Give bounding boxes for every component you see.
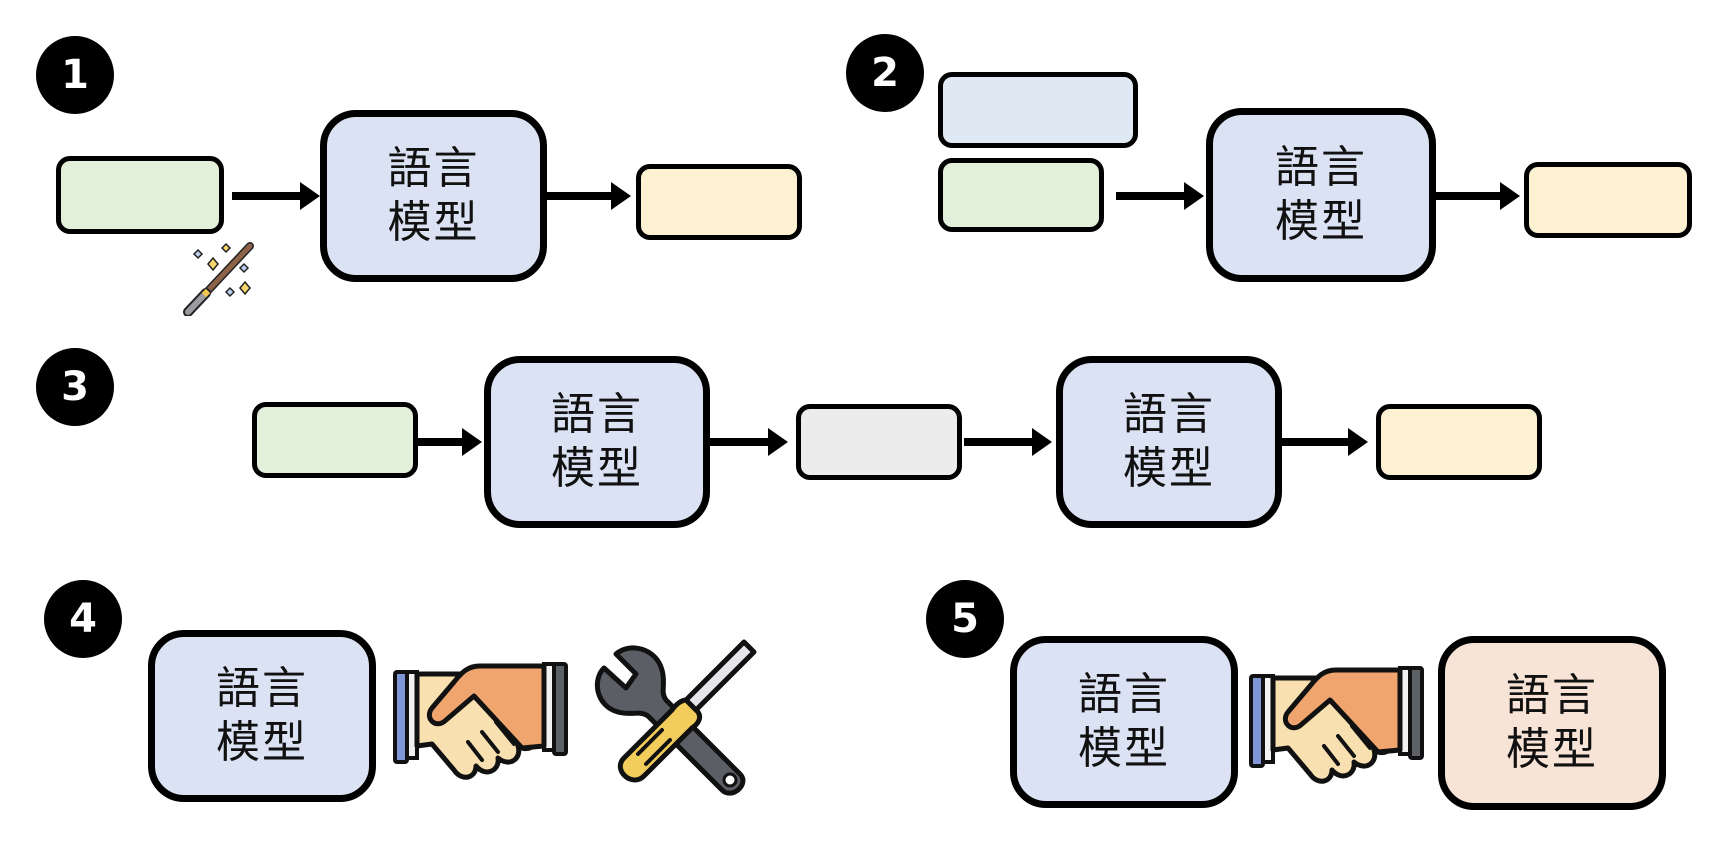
model-label-line1: 語言 [1123,389,1215,440]
model-label-line1: 語言 [1275,142,1367,193]
tools-icon [594,639,757,796]
panel-1-badge: 1 [36,36,114,114]
model-label-line2: 模型 [387,197,480,248]
panel-number: 3 [61,364,89,410]
panel-3-output-box [1376,404,1542,480]
panel-2-input-box [938,158,1104,232]
panel-1-output-box [636,164,802,240]
model-label-line1: 語言 [551,389,643,440]
panel-2-arrow-out [1436,182,1520,210]
panel-2-badge: 2 [846,34,924,112]
model-label-line2: 模型 [216,717,308,768]
panel-3-input-box [252,402,418,478]
panel-2-context-box [938,72,1138,148]
panel-1-language-model: 語言 模型 [320,110,547,282]
panel-1-input-box [56,156,224,234]
panel-3-language-model-2: 語言 模型 [1056,356,1282,528]
model-label-line1: 語言 [1078,669,1170,720]
panel-3-intermediate-box [796,404,962,480]
panel-number: 1 [61,52,89,98]
panel-4-badge: 4 [44,580,122,658]
panel-2-output-box [1524,162,1692,238]
panel-1-arrow-out [547,182,631,210]
panel-3-arrow-3 [964,428,1052,456]
panel-1-arrow-in [232,182,320,210]
panel-3-arrow-4 [1282,428,1368,456]
panel-number: 4 [69,596,97,642]
panel-5-language-model-partner: 語言 模型 [1438,636,1666,810]
model-label-line2: 模型 [1275,196,1367,247]
panel-2-language-model: 語言 模型 [1206,108,1436,282]
model-label-line1: 語言 [1506,670,1598,721]
panel-3-language-model-1: 語言 模型 [484,356,710,528]
panel-3-arrow-1 [418,428,482,456]
panel-number: 5 [951,596,979,642]
model-label-line1: 語言 [387,143,480,194]
handshake-icon [393,662,568,780]
panel-5-badge: 5 [926,580,1004,658]
panel-number: 2 [871,50,899,96]
panel-3-arrow-2 [710,428,788,456]
model-label-line2: 模型 [551,443,643,494]
panel-3-badge: 3 [36,348,114,426]
panel-4-language-model: 語言 模型 [148,630,376,802]
panel-2-arrow-in [1116,182,1204,210]
model-label-line2: 模型 [1078,723,1170,774]
handshake-icon [1249,666,1424,784]
panel-5-language-model: 語言 模型 [1010,636,1238,808]
magic-wand-icon [183,242,254,316]
model-label-line1: 語言 [216,663,308,714]
model-label-line2: 模型 [1123,443,1215,494]
model-label-line2: 模型 [1506,724,1598,775]
